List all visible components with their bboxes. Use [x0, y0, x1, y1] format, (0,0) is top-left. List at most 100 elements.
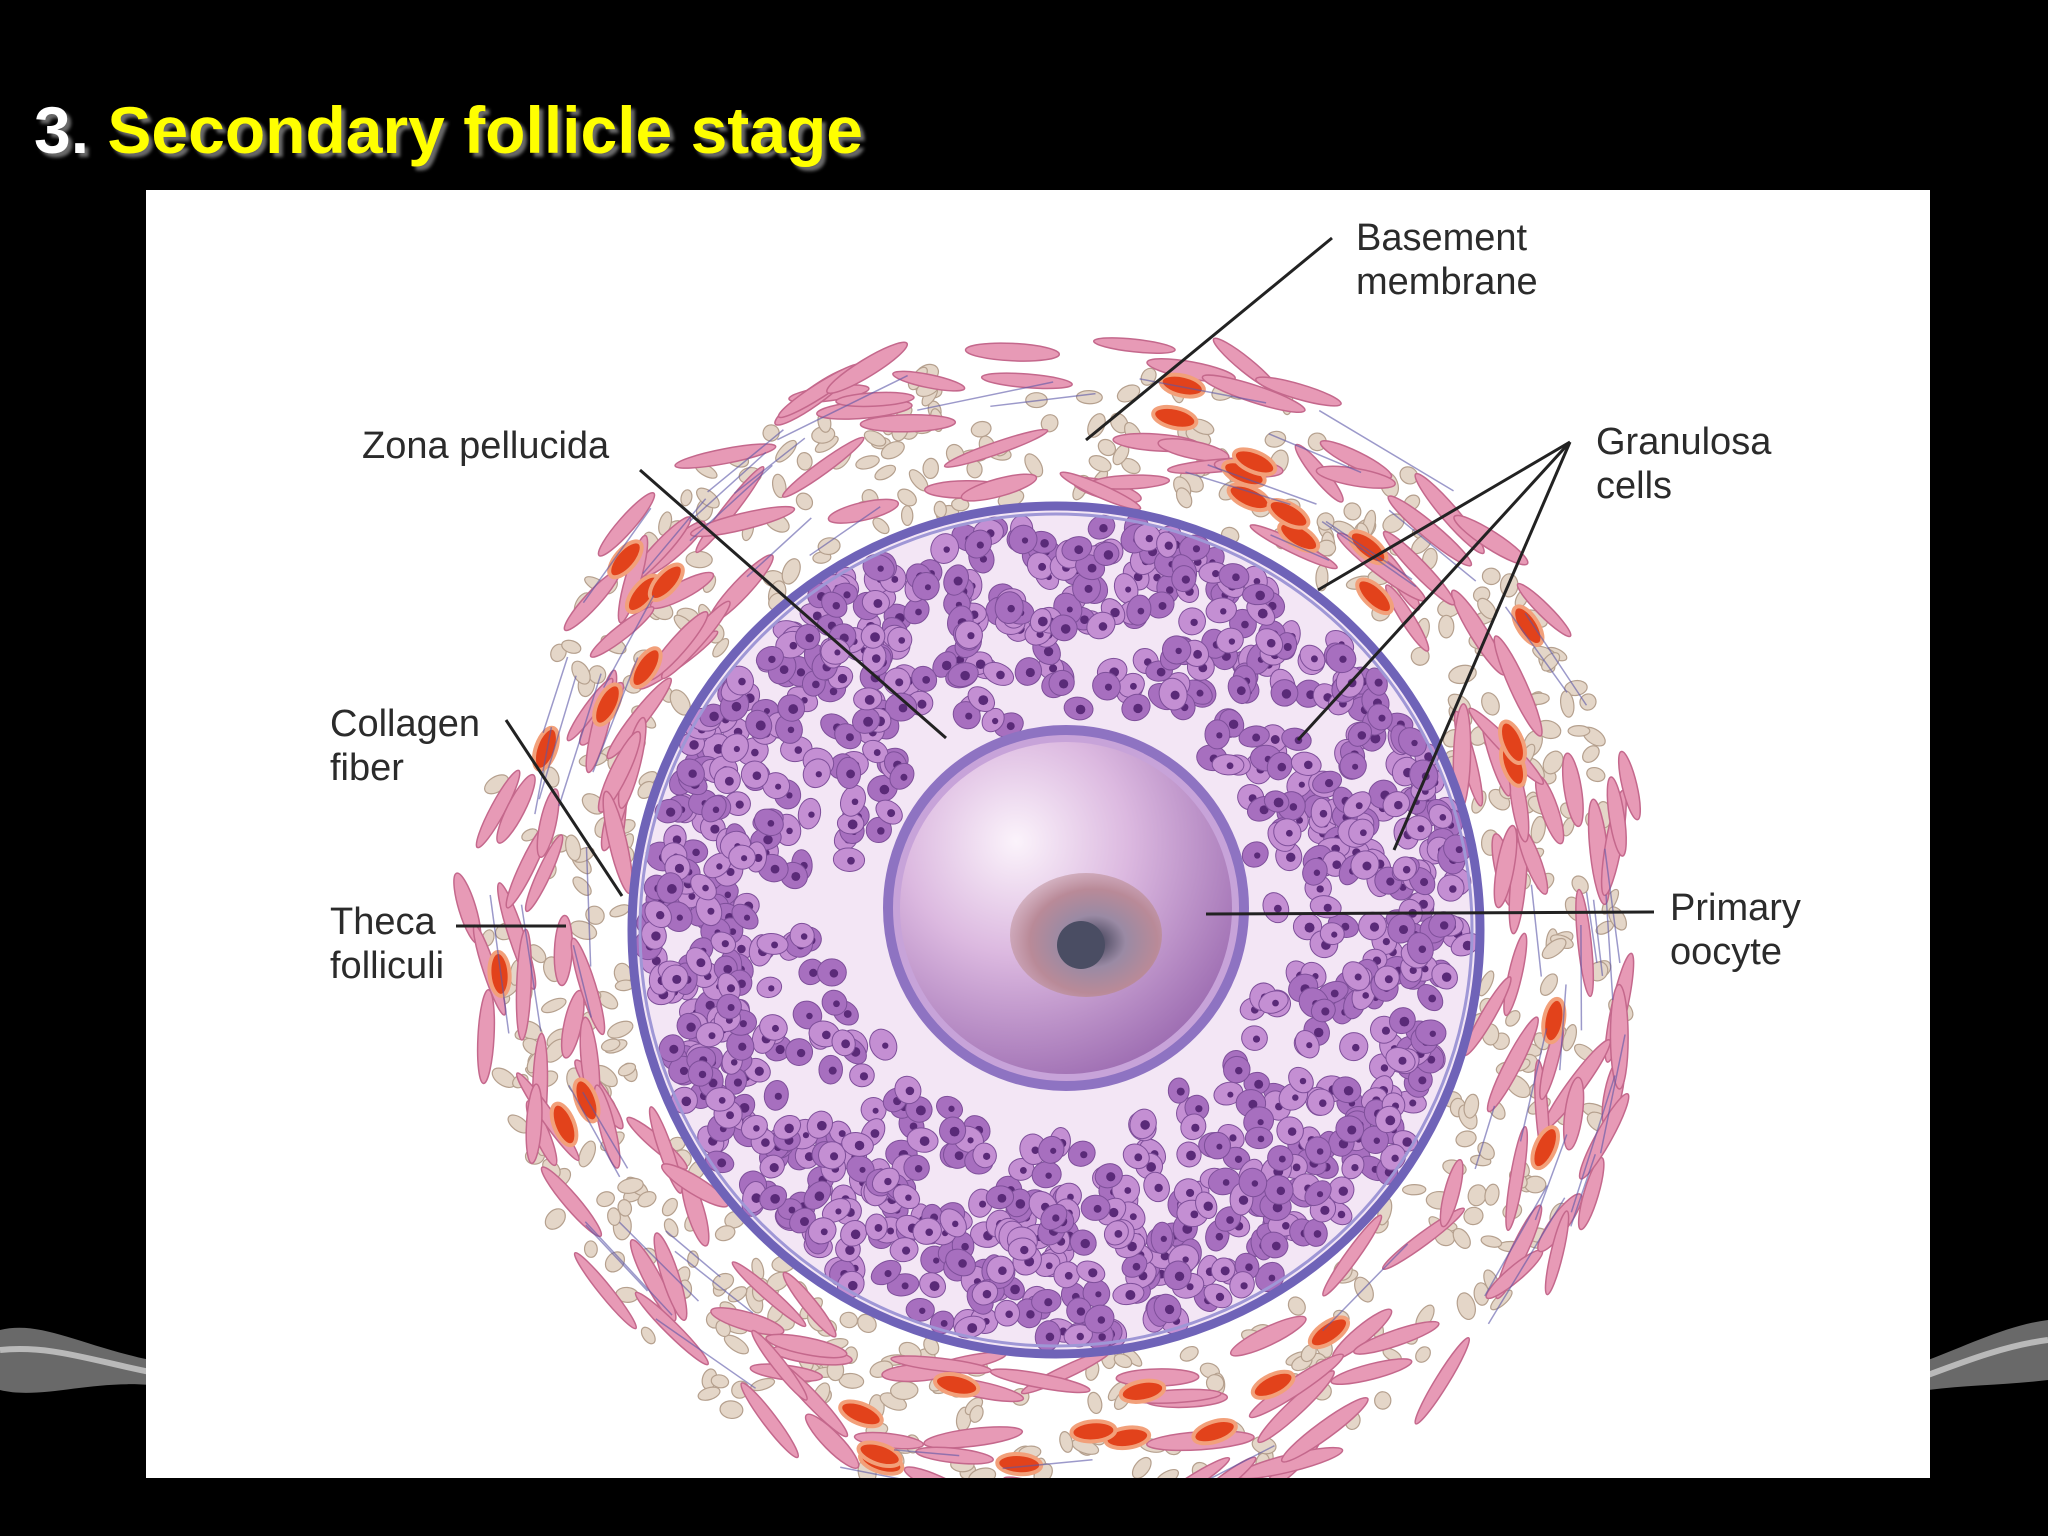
theca-fiber-cell: [629, 1238, 677, 1322]
granulosa-nucleus: [1130, 682, 1137, 690]
granulosa-nucleus: [1226, 762, 1234, 770]
blood-vessel: [1355, 577, 1394, 616]
granulosa-nucleus: [1229, 1134, 1237, 1142]
granulosa-nucleus: [814, 1191, 825, 1202]
collagen-fiber: [1530, 884, 1543, 977]
granulosa-nucleus: [1273, 904, 1282, 913]
theca-fiber-cell: [765, 1333, 848, 1359]
granulosa-nucleus: [1182, 1256, 1189, 1263]
granulosa-nucleus: [837, 673, 848, 684]
theca-cell: [1374, 1391, 1392, 1410]
granulosa-nucleus: [1270, 735, 1280, 744]
granulosa-nucleus: [851, 798, 859, 806]
granulosa-nucleus: [1226, 1216, 1234, 1224]
collagen-fiber: [1325, 520, 1413, 580]
granulosa-nucleus: [809, 968, 818, 978]
granulosa-nucleus: [961, 1242, 969, 1251]
granulosa-nucleus: [1428, 994, 1437, 1003]
theca-cell: [839, 1311, 859, 1329]
granulosa-nucleus: [940, 1320, 948, 1327]
granulosa-nucleus: [717, 1158, 727, 1168]
granulosa-nucleus: [976, 541, 984, 549]
granulosa-nucleus: [983, 1152, 991, 1160]
theca-cell: [1154, 1468, 1180, 1478]
collagen-fiber: [665, 1230, 721, 1278]
theca-cell: [968, 1467, 997, 1478]
blood-vessel: [856, 1440, 903, 1469]
granulosa-nucleus: [708, 1032, 716, 1040]
collagen-fiber: [618, 1221, 700, 1302]
theca-cell: [640, 1326, 656, 1345]
granulosa-nucleus: [1285, 829, 1293, 837]
granulosa-nucleus: [1399, 1016, 1410, 1027]
granulosa-nucleus: [1245, 1263, 1253, 1272]
granulosa-nucleus: [1257, 1119, 1264, 1126]
granulosa-nucleus: [739, 1020, 747, 1028]
theca-fiber-cell: [782, 1271, 837, 1338]
collagen-fiber: [572, 945, 593, 1018]
theca-cell: [817, 537, 841, 556]
theca-fiber-cell: [1561, 752, 1584, 828]
granulosa-nucleus: [877, 565, 884, 572]
granulosa-nucleus: [1286, 852, 1296, 863]
blood-vessel: [1307, 1315, 1350, 1350]
granulosa-nucleus: [1240, 1282, 1248, 1290]
theca-cell: [900, 505, 914, 527]
theca-fiber-cell: [903, 1466, 971, 1478]
granulosa-nucleus: [1235, 1066, 1243, 1075]
theca-cell: [1571, 875, 1589, 895]
granulosa-nucleus: [1186, 1188, 1195, 1197]
granulosa-nucleus: [692, 848, 700, 857]
theca-fiber-cell: [1606, 776, 1627, 857]
granulosa-nucleus: [812, 680, 820, 689]
granulosa-nucleus: [1254, 852, 1261, 859]
granulosa-nucleus: [802, 1132, 810, 1139]
granulosa-nucleus: [651, 931, 661, 941]
granulosa-nucleus: [982, 1289, 992, 1299]
theca-fiber-cell: [781, 436, 865, 498]
granulosa-nucleus: [786, 827, 793, 835]
granulosa-nucleus: [1402, 865, 1411, 874]
granulosa-nucleus: [763, 834, 773, 845]
theca-cell: [969, 1405, 984, 1423]
granulosa-nucleus: [1146, 1162, 1157, 1172]
collagen-fiber: [585, 1224, 649, 1292]
granulosa-nucleus: [1384, 975, 1393, 984]
collagen-fiber: [558, 673, 602, 807]
granulosa-nucleus: [967, 1323, 978, 1334]
granulosa-nucleus: [871, 654, 881, 663]
granulosa-nucleus: [1104, 683, 1112, 691]
granulosa-nucleus: [1190, 1210, 1199, 1219]
collagen-fiber: [1570, 1075, 1616, 1213]
granulosa-nucleus: [1292, 1163, 1301, 1172]
granulosa-nucleus: [1313, 1027, 1324, 1038]
granulosa-nucleus: [751, 748, 759, 757]
theca-cell: [680, 489, 693, 507]
granulosa-nucleus: [817, 1120, 827, 1131]
theca-fiber-cell: [1503, 932, 1528, 1017]
collagen-fiber: [1487, 1197, 1566, 1325]
granulosa-nucleus: [1158, 602, 1167, 610]
granulosa-nucleus: [1084, 584, 1093, 593]
theca-fiber-cell: [1414, 1336, 1471, 1425]
granulosa-nucleus: [1103, 550, 1114, 560]
granulosa-nucleus: [1186, 1150, 1196, 1161]
granulosa-nucleus: [727, 1004, 735, 1012]
granulosa-nucleus: [1060, 624, 1071, 634]
blood-vessel: [1069, 1419, 1118, 1444]
granulosa-nucleus: [1402, 1137, 1412, 1147]
granulosa-nucleus: [949, 1126, 960, 1137]
granulosa-nucleus: [1254, 1079, 1264, 1089]
granulosa-nucleus: [1462, 940, 1473, 951]
theca-fiber-cell: [835, 391, 915, 408]
granulosa-nucleus: [771, 1024, 779, 1032]
granulosa-nucleus: [681, 1096, 692, 1107]
theca-fiber-cell: [589, 606, 655, 658]
granulosa-nucleus: [843, 591, 851, 599]
collagen-fiber: [1585, 892, 1598, 964]
granulosa-nucleus: [1338, 1186, 1348, 1196]
granulosa-nucleus: [859, 1166, 866, 1173]
theca-fiber-cell: [597, 491, 656, 557]
granulosa-nucleus: [1098, 1333, 1106, 1341]
collagen-fiber: [1570, 1153, 1596, 1227]
